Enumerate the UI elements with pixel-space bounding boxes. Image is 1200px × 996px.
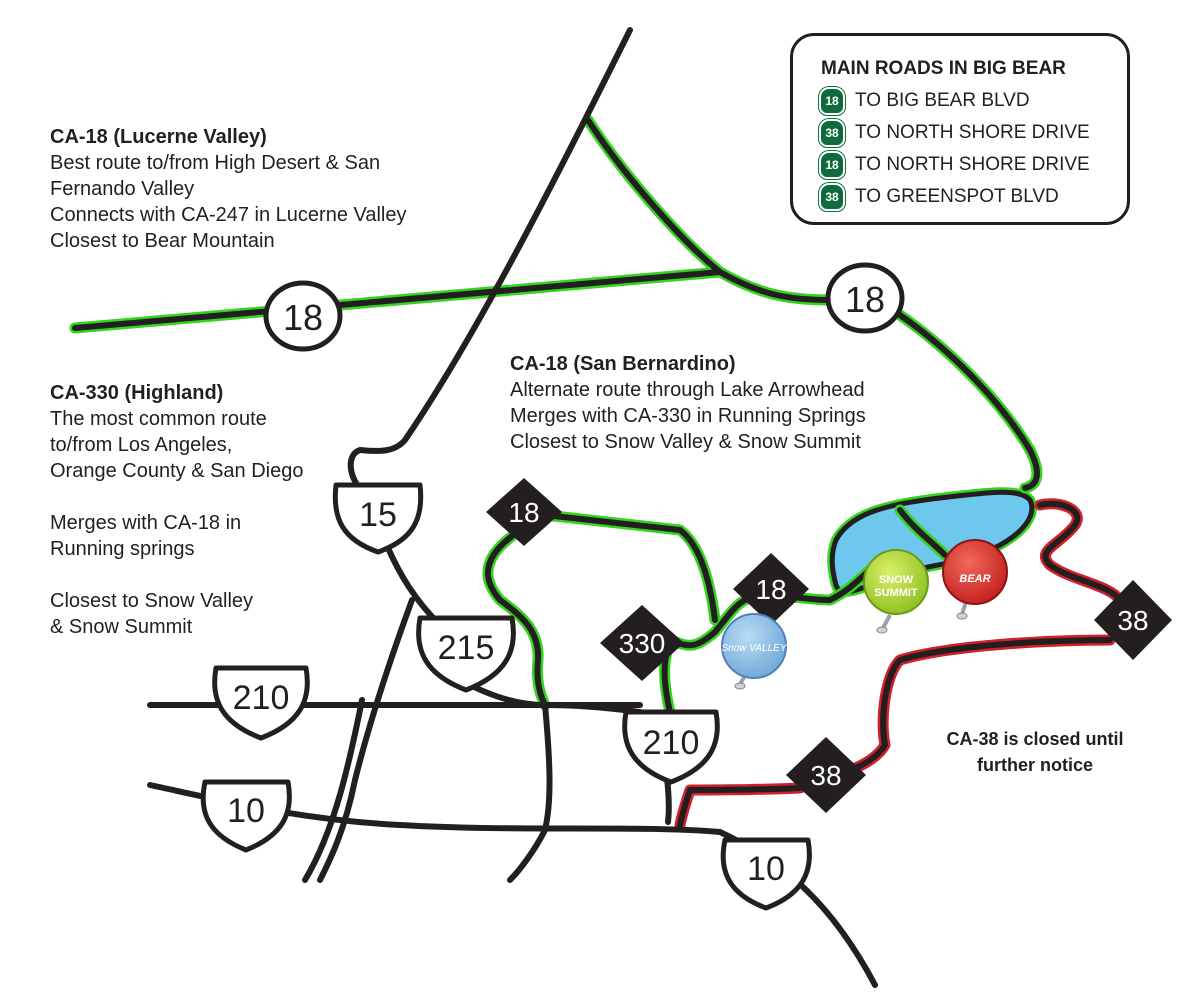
interstate-10-west-shield: 10 [200, 779, 292, 853]
route-38-diamond-east: 38 [1094, 580, 1172, 660]
interstate-215-label: 215 [438, 629, 495, 667]
snow-summit-label-a: SNOW [879, 574, 914, 586]
note-line: Fernando Valley [50, 178, 195, 200]
interstate-210-west-label: 210 [233, 679, 290, 717]
route-18-diamond-sb: 18 [486, 478, 562, 546]
note-line: Orange County & San Diego [50, 460, 304, 482]
route-38-diamond-south-label: 38 [810, 760, 841, 791]
legend-item: 18 TO NORTH SHORE DRIVE [819, 151, 1090, 179]
legend-item-text: TO GREENSPOT BLVD [855, 186, 1059, 207]
route-18-oval-west: 18 [263, 280, 343, 352]
note-san-bernardino-title: CA-18 (San Bernardino) [510, 353, 736, 375]
note-line: Closest to Snow Valley & Snow Summit [510, 431, 861, 453]
interstate-210-east-shield: 210 [622, 709, 720, 785]
note-highland: CA-330 (Highland) The most common route … [50, 380, 370, 640]
legend-item: 38 TO GREENSPOT BLVD [819, 183, 1059, 211]
legend-item: 38 TO NORTH SHORE DRIVE [819, 119, 1090, 147]
route-18-oval-north: 18 [825, 262, 905, 334]
interstate-10-west-label: 10 [227, 792, 265, 830]
snow-valley-label: Snow VALLEY [721, 643, 787, 654]
note-san-bernardino: CA-18 (San Bernardino) Alternate route t… [510, 351, 910, 455]
route-18-diamond-mid: 18 [733, 553, 809, 625]
note-line: Alternate route through Lake Arrowhead [510, 379, 865, 401]
note-line: & Snow Summit [50, 616, 193, 638]
legend-item-text: TO NORTH SHORE DRIVE [855, 122, 1090, 143]
note-highland-title: CA-330 (Highland) [50, 382, 224, 404]
route-18-diamond-mid-label: 18 [755, 574, 786, 605]
note-line: to/from Los Angeles, [50, 434, 233, 456]
legend-item-text: TO NORTH SHORE DRIVE [855, 154, 1090, 175]
note-line: Closest to Snow Valley [50, 590, 254, 612]
route-shield-icon: 38 [819, 119, 845, 147]
interstate-215-shield: 215 [416, 615, 516, 693]
note-line: The most common route [50, 408, 267, 430]
snow-summit-pin[interactable]: SNOW SUMMIT [863, 549, 929, 634]
interstate-210-east-label: 210 [643, 724, 700, 762]
route-18-oval-west-label: 18 [283, 297, 323, 338]
interstate-15-label: 15 [359, 496, 397, 534]
note-line: Best route to/from High Desert & San [50, 152, 381, 174]
note-line: Merges with CA-330 in Running Springs [510, 405, 866, 427]
legend-title: MAIN ROADS IN BIG BEAR [821, 58, 1066, 79]
route-38-diamond-south: 38 [786, 737, 866, 813]
note-line: Connects with CA-247 in Lucerne Valley [50, 204, 407, 226]
note-ca38-closed: CA-38 is closed until further notice [915, 726, 1155, 778]
note-line: Closest to Bear Mountain [50, 230, 275, 252]
note-line: Running springs [50, 538, 195, 560]
bear-mountain-pin[interactable]: BEAR [942, 539, 1008, 620]
note-lucerne-valley: CA-18 (Lucerne Valley) Best route to/fro… [50, 124, 470, 254]
note-line: Merges with CA-18 in [50, 512, 242, 534]
legend-box: MAIN ROADS IN BIG BEAR 18 TO BIG BEAR BL… [790, 33, 1130, 225]
snow-summit-label-b: SUMMIT [874, 587, 918, 599]
route-shield-icon: 38 [819, 183, 845, 211]
note-lucerne-valley-title: CA-18 (Lucerne Valley) [50, 126, 267, 148]
route-330-diamond-label: 330 [619, 628, 666, 659]
route-18-diamond-sb-label: 18 [508, 497, 539, 528]
interstate-10-east-shield: 10 [720, 837, 812, 911]
route-shield-icon: 18 [819, 151, 845, 179]
route-38-diamond-east-label: 38 [1117, 605, 1148, 636]
legend-item-text: TO BIG BEAR BLVD [855, 90, 1030, 111]
snow-valley-pin[interactable]: Snow VALLEY [721, 613, 788, 690]
interstate-15-shield: 15 [332, 482, 424, 555]
legend-item: 18 TO BIG BEAR BLVD [819, 87, 1030, 115]
route-18-oval-north-label: 18 [845, 279, 885, 320]
interstate-10-east-label: 10 [747, 850, 785, 888]
route-shield-icon: 18 [819, 87, 845, 115]
interstate-210-west-shield: 210 [212, 665, 310, 741]
route-330-diamond: 330 [600, 605, 684, 681]
bear-mountain-label: BEAR [959, 573, 990, 585]
note-line: further notice [976, 755, 1093, 775]
note-line: CA-38 is closed until [946, 729, 1124, 749]
